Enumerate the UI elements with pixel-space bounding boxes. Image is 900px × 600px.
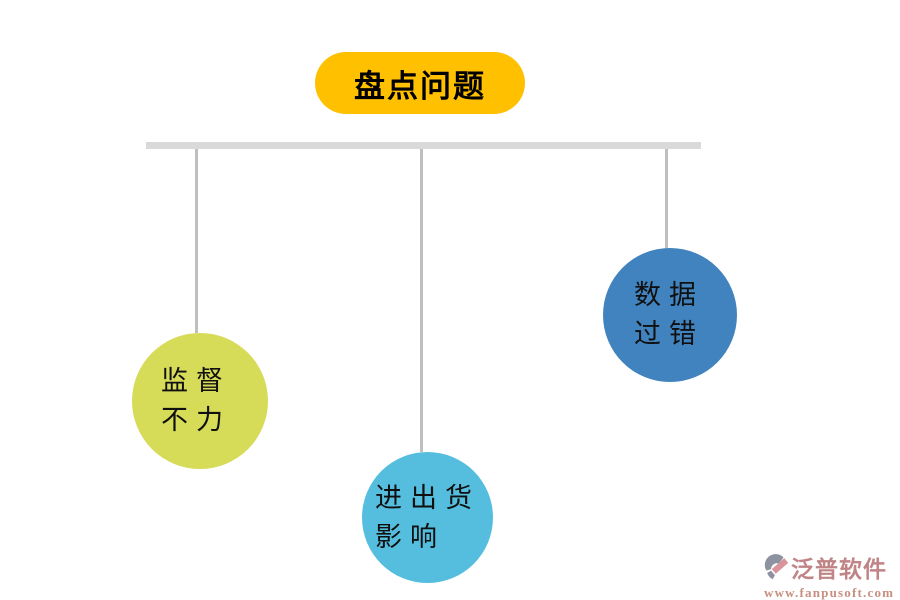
connector-line-right bbox=[665, 149, 668, 249]
brand-url[interactable]: www.fanpusoft.com bbox=[764, 585, 895, 600]
connector-line-left bbox=[195, 149, 198, 333]
node-label-line: 过错 bbox=[634, 319, 704, 349]
node-label-line: 数据 bbox=[634, 280, 704, 310]
node-label-line: 影响 bbox=[375, 521, 445, 552]
root-node-label: 盘点问题 bbox=[354, 68, 486, 104]
node-supervision-weak[interactable]: 监督 不力 bbox=[132, 333, 268, 469]
connector-bar bbox=[146, 142, 701, 149]
node-label-line: 进出货 bbox=[375, 482, 480, 513]
fanpu-logo-icon bbox=[764, 553, 789, 579]
brand-name: 泛普软件 bbox=[791, 557, 887, 582]
root-node-inventory-problems[interactable]: 盘点问题 bbox=[315, 52, 525, 114]
node-label-line: 监督 bbox=[161, 366, 231, 396]
node-inout-goods-impact[interactable]: 进出货 影响 bbox=[362, 452, 493, 583]
node-data-errors[interactable]: 数据 过错 bbox=[603, 248, 737, 382]
brand-watermark[interactable]: 泛普软件 www.fanpusoft.com bbox=[764, 550, 894, 600]
connector-line-middle bbox=[420, 149, 423, 452]
node-label-line: 不力 bbox=[161, 405, 231, 435]
